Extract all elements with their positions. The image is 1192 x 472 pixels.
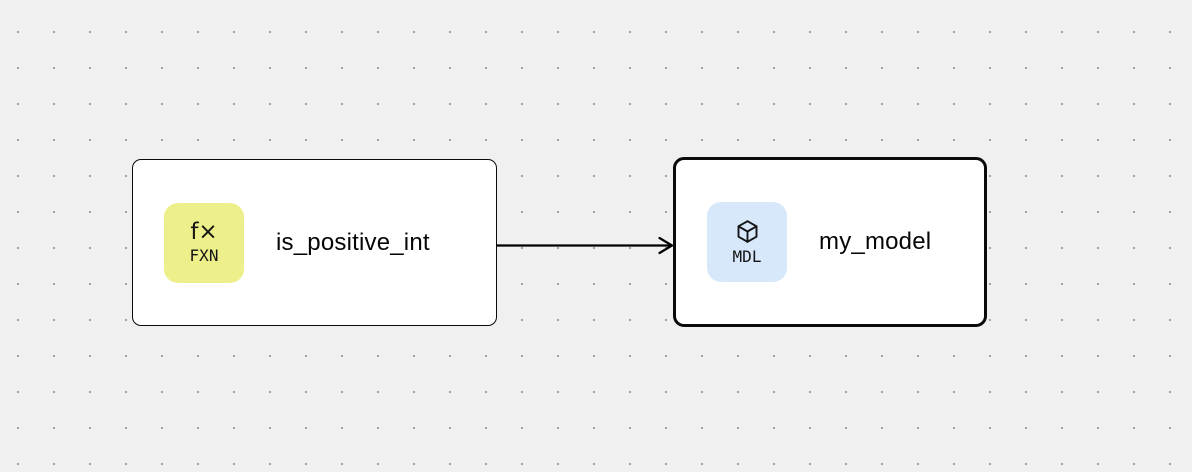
node-my_model[interactable]: MDL my_model bbox=[673, 157, 987, 327]
function-icon: f× bbox=[190, 218, 218, 245]
node-type-tag: FXN bbox=[189, 245, 219, 265]
node-is_positive_int[interactable]: f× FXN is_positive_int bbox=[132, 159, 497, 326]
node-label: my_model bbox=[819, 228, 932, 255]
node-label: is_positive_int bbox=[276, 228, 430, 256]
node-type-tag: MDL bbox=[732, 247, 762, 267]
model-badge: MDL bbox=[707, 202, 787, 282]
function-badge: f× FXN bbox=[164, 202, 244, 283]
edge-is_positive_int-to-my_model[interactable] bbox=[497, 236, 674, 255]
cube-icon bbox=[737, 220, 757, 244]
